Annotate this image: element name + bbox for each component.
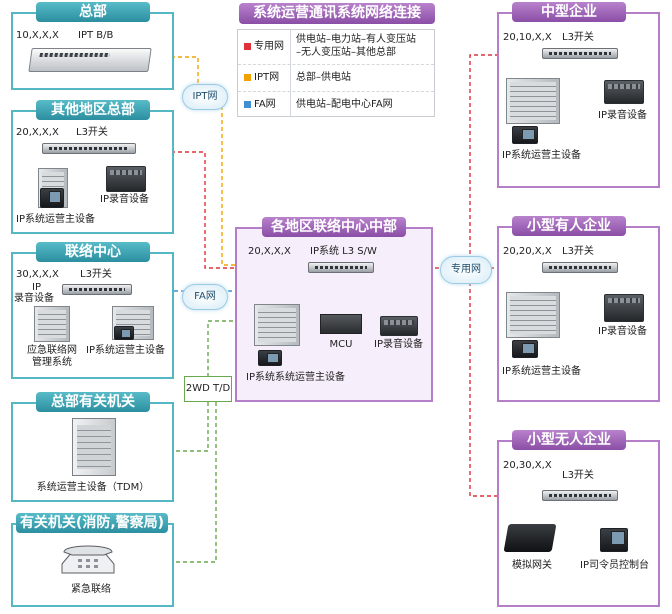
l3-switch-icon (62, 284, 132, 295)
recorder-icon (380, 316, 418, 336)
hq-device-label: IPT B/B (78, 30, 114, 41)
center-host-label: IP系统系统运营主设备 (246, 372, 345, 383)
ip-phone-icon (512, 340, 538, 358)
dedicated-network-cloud: 专用网 (440, 256, 492, 284)
liaison-mgmt-label: 应急联络网 (27, 345, 77, 356)
legend-swatch (244, 101, 251, 108)
l3-switch-icon (542, 48, 618, 59)
legend-desc: 总部–供电站 (296, 72, 351, 83)
legend-name: 专用网 (254, 41, 284, 52)
fa-network-cloud: FA网 (182, 284, 228, 310)
ip-phone-icon (114, 326, 134, 340)
liaison-rec-label: IP (32, 282, 41, 293)
legend-item-fa: FA网 供电站–配电中心FA网 (238, 91, 434, 117)
liaison-host-label: IP系统运营主设备 (86, 345, 165, 356)
phone-icon (58, 542, 118, 576)
legend-swatch (244, 43, 251, 50)
mid-corp-ip: 20,10,X,X (503, 32, 552, 43)
hq-related-title: 总部有关机关 (36, 392, 150, 412)
center-recorder-label: IP录音设备 (374, 339, 423, 350)
small-manned-recorder-label: IP录音设备 (598, 326, 647, 337)
legend-desc: 供电站–电力站–有人变压站 (296, 34, 416, 45)
legend-desc: –无人变压站–其他总部 (296, 47, 396, 58)
l3-switch-icon (42, 143, 136, 154)
cloud-label: IPT网 (192, 91, 218, 102)
other-hq-switch-label: L3开关 (76, 127, 108, 138)
recorder-icon (106, 166, 146, 192)
center-ip: 20,X,X,X (248, 246, 291, 257)
host-rack-icon (506, 292, 560, 338)
mid-corp-host-label: IP系统运营主设备 (502, 150, 581, 161)
other-hq-recorder-label: IP录音设备 (100, 194, 149, 205)
mcu-icon (320, 314, 362, 334)
small-unmanned-ip: 20,30,X,X (503, 460, 552, 471)
legend: 专用网 供电站–电力站–有人变压站 –无人变压站–其他总部 IPT网 总部–供电… (237, 29, 435, 117)
mid-corp-switch-label: L3开关 (562, 32, 594, 43)
hq-title: 总部 (36, 2, 150, 22)
other-hq-title: 其他地区总部 (36, 100, 150, 120)
legend-item-dedicated: 专用网 供电站–电力站–有人变压站 –无人变压站–其他总部 (238, 30, 434, 65)
ipt-network-cloud: IPT网 (182, 84, 228, 110)
small-unmanned-switch-label: L3开关 (562, 470, 594, 481)
agency-title: 有关机关(消防,警察局) (16, 513, 168, 533)
ipt-server-icon (28, 48, 152, 72)
legend-swatch (244, 74, 251, 81)
wdt-label: 2WD T/D (184, 376, 232, 402)
recorder-icon (604, 80, 644, 104)
liaison-switch-label: L3开关 (80, 269, 112, 280)
mid-corp-title: 中型企业 (512, 2, 626, 22)
center-title: 各地区联络中心中部 (262, 217, 406, 237)
hq-related-device-label: 系统运营主设备（TDM） (36, 482, 150, 493)
l3-switch-icon (542, 490, 618, 501)
liaison-rec-label: 录音设备 (14, 293, 54, 304)
liaison-mgmt-label: 管理系统 (32, 357, 72, 368)
small-manned-switch-label: L3开关 (562, 246, 594, 257)
other-hq-host-label: IP系统运营主设备 (16, 214, 95, 225)
diagram-title: 系统运营通讯系统网络连接 (239, 3, 435, 24)
center-mcu-label: MCU (329, 339, 353, 350)
small-manned-host-label: IP系统运营主设备 (502, 366, 581, 377)
cloud-label: FA网 (194, 291, 216, 302)
small-manned-ip: 20,20,X,X (503, 246, 552, 257)
console-icon (600, 528, 628, 552)
l3-switch-icon (542, 262, 618, 273)
l3-switch-icon (308, 262, 374, 273)
mid-corp-recorder-label: IP录音设备 (598, 110, 647, 121)
small-unmanned-console-label: IP司令员控制台 (580, 560, 649, 571)
small-unmanned-gateway-label: 模拟网关 (512, 560, 552, 571)
small-unmanned-title: 小型无人企业 (512, 430, 626, 450)
ip-phone-icon (258, 350, 282, 366)
tdm-cabinet-icon (72, 418, 116, 476)
liaison-title: 联络中心 (36, 242, 150, 262)
legend-desc: 供电站–配电中心FA网 (296, 99, 393, 110)
center-switch-label: IP系统 L3 S/W (310, 246, 377, 257)
cloud-label: 专用网 (451, 264, 481, 275)
small-unmanned-box (497, 440, 660, 607)
hq-ip: 10,X,X,X (16, 30, 59, 41)
host-rack-icon (506, 78, 560, 124)
other-hq-ip: 20,X,X,X (16, 127, 59, 138)
analog-gateway-icon (503, 524, 557, 552)
host-rack-icon (254, 304, 300, 346)
ip-phone-icon (512, 126, 538, 144)
legend-item-ipt: IPT网 总部–供电站 (238, 64, 434, 92)
legend-name: FA网 (254, 99, 276, 110)
agency-device-label: 紧急联络 (71, 584, 111, 595)
mgmt-server-icon (34, 306, 70, 342)
liaison-ip: 30,X,X,X (16, 269, 59, 280)
ip-phone-icon (40, 188, 64, 208)
small-manned-title: 小型有人企业 (512, 216, 626, 236)
legend-name: IPT网 (254, 72, 280, 83)
recorder-icon (604, 294, 644, 322)
